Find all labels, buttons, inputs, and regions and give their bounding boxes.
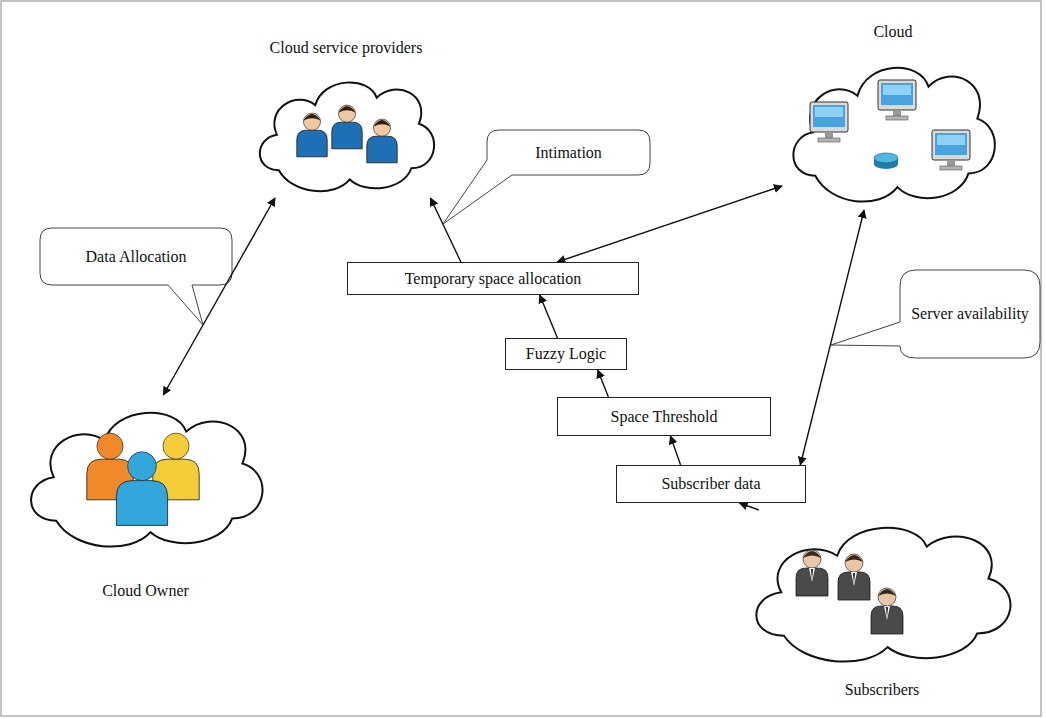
cloud-shape: Cloud Owner: [18, 395, 273, 555]
box-label: Subscriber data: [661, 474, 760, 493]
connector-arrow: [740, 503, 759, 510]
process-box: Temporary space allocation: [347, 262, 639, 295]
box-label: Space Threshold: [611, 407, 718, 426]
node-heading: Cloud Owner: [0, 581, 313, 600]
connector-arrow: [557, 186, 782, 262]
box-label: Temporary space allocation: [405, 269, 582, 288]
node-heading: Cloud service providers: [210, 38, 482, 57]
node-heading: Cloud: [742, 22, 1044, 41]
connector-arrow: [598, 370, 609, 397]
box-label: Fuzzy Logic: [526, 344, 606, 363]
connector-arrow: [540, 295, 558, 338]
callout-bubble: [40, 228, 232, 325]
callout-label: Server availability: [902, 272, 1038, 356]
cloud-shape: Subscribers: [742, 510, 1022, 670]
icon-group: [18, 395, 273, 555]
callout-label: Intimation: [487, 130, 650, 175]
node-heading: Subscribers: [702, 680, 1046, 699]
process-box: Fuzzy Logic: [505, 338, 627, 370]
icon-group: [782, 50, 1004, 210]
icon-group: [742, 510, 1022, 670]
cloud-shape: Cloud service providers: [250, 68, 442, 198]
connector-arrow: [670, 436, 680, 465]
process-box: Subscriber data: [616, 465, 806, 503]
callout-bubble: [831, 270, 1040, 358]
cloud-shape: Cloud: [782, 50, 1004, 210]
connector-arrow: [430, 198, 460, 262]
connector-arrow: [800, 210, 864, 465]
callout-label: Data Allocation: [40, 228, 232, 285]
process-box: Space Threshold: [557, 397, 771, 436]
connector-arrow: [163, 198, 275, 395]
callout-bubble: [443, 130, 650, 224]
icon-group: [250, 68, 442, 198]
